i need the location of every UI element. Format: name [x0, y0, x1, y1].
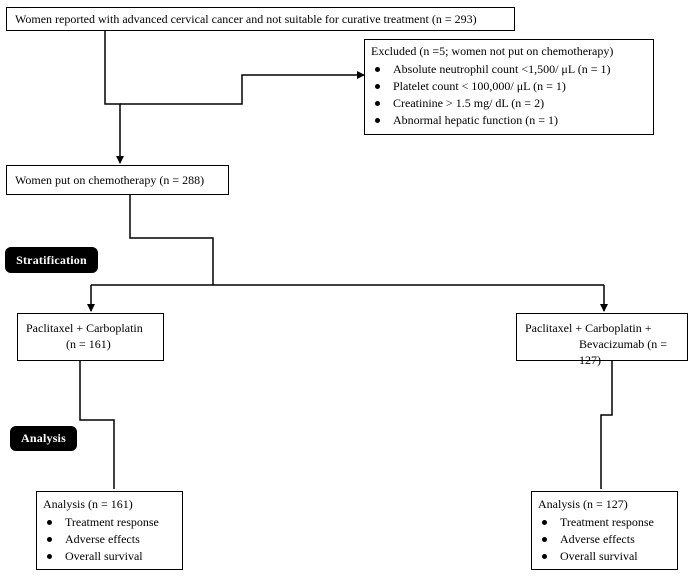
- arm-right-box: Paclitaxel + Carboplatin + Bevacizumab (…: [516, 313, 688, 367]
- analysis-right-box: Analysis (n = 127) Treatment response Ad…: [531, 491, 678, 570]
- bullet-icon: [542, 520, 547, 525]
- connector-to-excluded: [120, 71, 365, 105]
- analysis-right-list: Treatment response Adverse effects Overa…: [538, 514, 671, 565]
- bullet-icon: [375, 84, 380, 89]
- bullet-icon: [47, 537, 52, 542]
- bullet-icon: [375, 118, 380, 123]
- chemo-box-text: Women put on chemotherapy (n = 288): [15, 173, 205, 187]
- analysis-item: Treatment response: [43, 514, 176, 531]
- top-box: Women reported with advanced cervical ca…: [6, 7, 515, 31]
- analysis-item: Overall survival: [538, 548, 671, 565]
- connector-chemo-to-split: [129, 195, 214, 285]
- bullet-icon: [542, 554, 547, 559]
- bullet-icon: [47, 554, 52, 559]
- bullet-icon: [375, 101, 380, 106]
- excluded-item: Absolute neutrophil count <1,500/ μL (n …: [371, 61, 647, 78]
- analysis-item: Treatment response: [538, 514, 671, 531]
- analysis-item: Adverse effects: [538, 531, 671, 548]
- connector-left-arm-to-analysis: [79, 361, 115, 489]
- top-box-text: Women reported with advanced cervical ca…: [15, 12, 477, 26]
- excluded-title: Excluded (n =5; women not put on chemoth…: [371, 44, 614, 58]
- analysis-item: Overall survival: [43, 548, 176, 565]
- analysis-left-title: Analysis (n = 161): [43, 497, 133, 511]
- bullet-icon: [375, 67, 380, 72]
- excluded-item: Abnormal hepatic function (n = 1): [371, 112, 647, 129]
- connector-right-arm-to-analysis: [600, 361, 613, 489]
- arm-left-box: Paclitaxel + Carboplatin (n = 161): [17, 313, 164, 361]
- analysis-right-title: Analysis (n = 127): [538, 497, 628, 511]
- arm-right-line2: Bevacizumab (n = 127): [579, 337, 668, 367]
- excluded-box: Excluded (n =5; women not put on chemoth…: [364, 39, 654, 135]
- arm-left-line2: (n = 161): [66, 337, 111, 351]
- analysis-label: Analysis: [10, 426, 77, 451]
- excluded-item: Creatinine > 1.5 mg/ dL (n = 2): [371, 95, 647, 112]
- analysis-item: Adverse effects: [43, 531, 176, 548]
- chemo-box: Women put on chemotherapy (n = 288): [6, 165, 229, 195]
- arm-right-line1: Paclitaxel + Carboplatin +: [525, 321, 652, 335]
- arm-left-line1: Paclitaxel + Carboplatin: [26, 321, 143, 335]
- analysis-left-box: Analysis (n = 161) Treatment response Ad…: [36, 491, 183, 570]
- bullet-icon: [542, 537, 547, 542]
- excluded-item: Platelet count < 100,000/ μL (n = 1): [371, 78, 647, 95]
- excluded-list: Absolute neutrophil count <1,500/ μL (n …: [371, 61, 647, 129]
- bullet-icon: [47, 520, 52, 525]
- analysis-left-list: Treatment response Adverse effects Overa…: [43, 514, 176, 565]
- connector-top-to-excluded-corner: [104, 31, 124, 164]
- stratification-label: Stratification: [5, 247, 98, 273]
